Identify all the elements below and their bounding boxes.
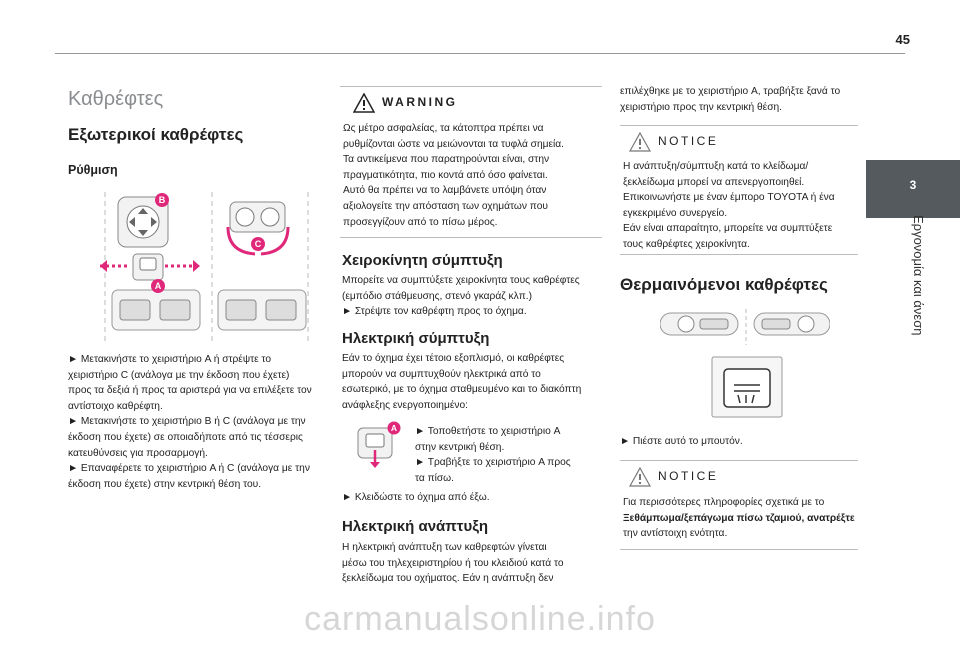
subsection-title: Ρύθμιση <box>68 163 118 177</box>
defog-button-figure <box>659 305 831 420</box>
heated-mirrors-title: Θερμαινόμενοι καθρέφτες <box>620 275 828 294</box>
warning-title: WARNING <box>382 95 458 109</box>
warning-box: WARNING Ως μέτρο ασφαλείας, τα κάτοπτρα … <box>340 86 602 238</box>
label-b: B <box>159 195 166 205</box>
press-step: ► Πιέστε αυτό το μπουτόν. <box>620 436 743 447</box>
electric-fold-title: Ηλεκτρική σύμπτυξη <box>342 330 490 347</box>
text-line: έκδοση που έχετε) σε οποιαδήποτε από τις… <box>68 431 303 443</box>
notice-box-2: NOTICE Για περισσότερες πληροφορίες σχετ… <box>620 460 858 550</box>
notice-title: NOTICE <box>658 469 719 483</box>
caution-icon <box>629 467 651 487</box>
electric-unfold-title: Ηλεκτρική ανάπτυξη <box>342 518 489 535</box>
lock-step: ► Κλειδώστε το όχημα από έξω. <box>342 492 490 503</box>
defog-illustration <box>659 309 831 418</box>
notice-box-1: NOTICE Η ανάπτυξη/σύμπτυξη κατά το κλείδ… <box>620 125 858 255</box>
label-c: C <box>255 239 262 249</box>
chapter-label: Εργονομία και άνεση <box>911 215 926 336</box>
chapter-number: 3 <box>909 178 917 192</box>
adjust-instructions: ► Μετακινήστε το χειριστήριο A ή στρέψτε… <box>68 352 338 492</box>
page-title: Καθρέφτες <box>68 88 164 110</box>
top-rule <box>55 53 905 54</box>
text-line: ► Επαναφέρετε το χειριστήριο A ή C (ανάλ… <box>68 463 310 475</box>
section-title: Εξωτερικοί καθρέφτες <box>68 125 244 144</box>
manual-fold-text: Μπορείτε να συμπτύξετε χειροκίνητα τους … <box>342 275 580 318</box>
text-line: κατευθύνσεις για προσαρμογή. <box>68 447 208 459</box>
warning-icon <box>353 93 375 113</box>
mirror-controls-figure: B C A <box>100 182 315 347</box>
notice-title: NOTICE <box>658 134 719 148</box>
mirror-controls-illustration: B C A <box>100 192 309 342</box>
watermark: carmanualsonline.info <box>304 600 656 638</box>
notice-text: Για περισσότερες πληροφορίες σχετικά με … <box>623 495 859 542</box>
cross-reference[interactable]: Ξεθάμπωμα/ξεπάγωμα πίσω τζαμιού, ανατρέξ… <box>623 512 855 524</box>
text-line: ► Μετακινήστε το χειριστήριο A ή στρέψτε… <box>68 354 272 365</box>
text-line: αντίστοιχο καθρέφτη. <box>68 400 163 412</box>
page-number: 45 <box>895 32 910 47</box>
electric-unfold-text: Η ηλεκτρική ανάπτυξη των καθρεφτών γίνετ… <box>342 542 564 585</box>
text-line: έκδοση που έχετε) στην κεντρική θέση του… <box>68 478 262 490</box>
warning-text: Ως μέτρο ασφαλείας, τα κάτοπτρα πρέπει ν… <box>343 123 565 228</box>
text-line: ► Μετακινήστε το χειριστήριο B ή C (ανάλ… <box>68 416 306 428</box>
text-line: χειριστήριο C (ανάλογα με την έκδοση που… <box>68 369 290 381</box>
label-a: A <box>155 281 162 291</box>
text-line: προς τα δεξιά ή προς τα αριστερά για να … <box>68 385 312 397</box>
unfold-continued: επιλέχθηκε με το χειριστήριο A, τραβήξτε… <box>620 86 841 113</box>
manual-fold-title: Χειροκίνητη σύμπτυξη <box>342 252 503 269</box>
fold-steps: ► Τοποθετήστε το χειριστήριο A στην κεντ… <box>415 426 571 484</box>
caution-icon <box>629 132 651 152</box>
chapter-tab[interactable]: 3 <box>866 160 960 218</box>
label-a: A <box>391 423 397 433</box>
fold-switch-figure: A <box>352 420 402 472</box>
electric-fold-text: Εάν το όχημα έχει τέτοιο εξοπλισμό, οι κ… <box>342 353 582 411</box>
fold-switch-illustration: A <box>357 421 401 468</box>
notice-text: Η ανάπτυξη/σύμπτυξη κατά το κλείδωμα/ ξε… <box>623 161 835 250</box>
